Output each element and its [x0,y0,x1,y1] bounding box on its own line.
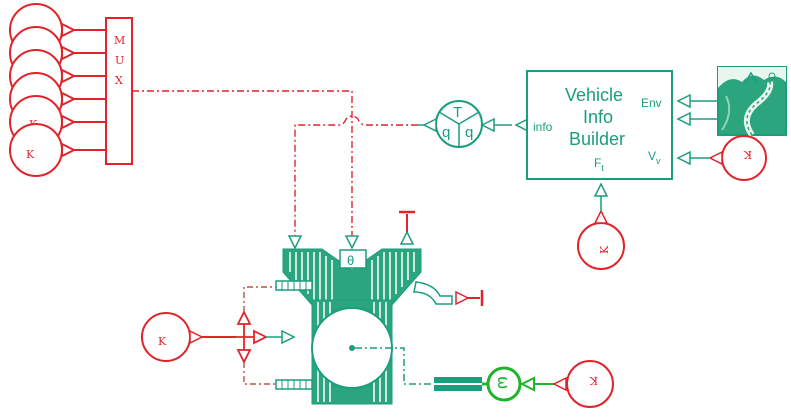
split-top-label: T [453,104,462,121]
port-icon [61,114,77,130]
constant-block-motor[interactable]: K [566,360,614,408]
info-wire [494,117,529,133]
port-icon [422,117,437,133]
port-icon [61,68,77,84]
engine-block[interactable]: θ [275,210,484,405]
svg-text:K: K [598,245,611,254]
vehicle-info-builder[interactable]: Vehicle Info Builder info Env Vv Ft [526,70,673,180]
port-icon [519,376,535,392]
port-icon [455,290,470,306]
builder-title-line-2: Info [583,107,613,127]
constant-block-ft[interactable]: K [577,182,625,270]
split-block[interactable]: T q q [418,100,495,148]
port-icon [593,182,609,197]
svg-text:K: K [589,374,598,387]
port-icon [61,22,77,38]
port-icon [344,235,360,250]
mux-letter-1: M [114,34,125,47]
port-icon [593,209,609,224]
builder-title-line-3: Builder [569,129,625,149]
builder-port-info: info [533,120,553,134]
port-icon [399,230,415,245]
motor-omega-label: ω [494,376,513,389]
constant-block-6[interactable]: K [9,123,63,177]
road-environment-block[interactable] [717,66,787,137]
port-icon [676,111,691,127]
mux-block[interactable]: M U X [105,17,133,165]
constant-block-vv[interactable]: K [676,135,767,181]
port-icon [676,93,691,109]
port-icon [287,235,303,250]
port-icon [480,117,495,133]
builder-port-vv: Vv [648,149,661,166]
motor-block[interactable]: ω [482,366,522,402]
shaft-line [355,347,436,385]
splitter-wires [243,286,296,385]
motor-shaft [434,377,482,391]
constant-block-throttle[interactable]: K [141,312,236,362]
cross-splitter[interactable] [236,309,269,365]
builder-title-line-1: Vehicle [565,85,623,105]
builder-port-env: Env [641,96,662,110]
port-icon [61,45,77,61]
svg-text:K: K [743,148,752,161]
port-icon [708,150,723,166]
engine-theta-label: θ [347,253,354,268]
port-icon [676,150,691,166]
constant-stack-wires [61,22,106,158]
split-left-label: q [442,124,450,141]
split-right-label: q [465,124,473,141]
constant-stack: K K K K K K [9,3,63,177]
svg-text:K: K [158,335,167,348]
env-wires [676,93,718,127]
builder-port-ft: Ft [594,156,604,173]
port-icon [61,142,77,158]
svg-text:K: K [26,148,35,161]
mux-letter-2: U [115,54,124,67]
motor-input-wire [519,376,567,392]
port-icon [61,91,77,107]
port-icon [552,376,567,392]
mux-letter-3: X [115,74,123,87]
port-icon [189,329,204,345]
